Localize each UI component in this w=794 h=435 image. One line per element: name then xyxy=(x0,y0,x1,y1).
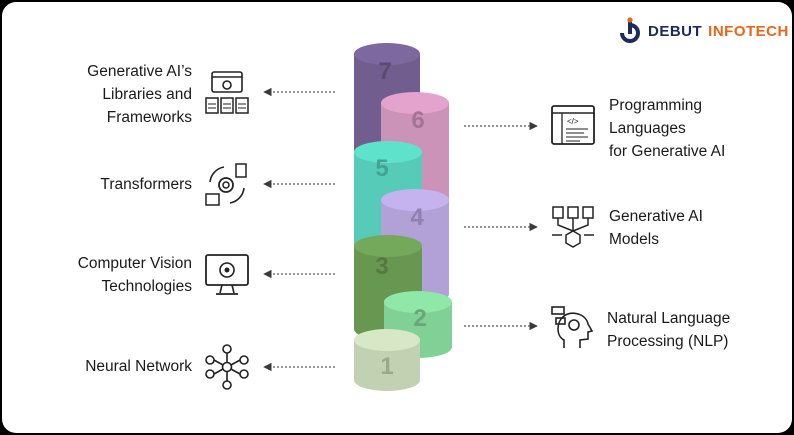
cylinder-number-4: 4 xyxy=(410,204,424,231)
brand-name-part1: DEBUT xyxy=(648,22,703,40)
head-gear-icon xyxy=(551,306,594,348)
cylinder-number-1: 1 xyxy=(380,353,393,380)
label-transformers: Transformers xyxy=(100,176,192,193)
cylinder-top-2 xyxy=(384,291,452,313)
label-neural-network: Neural Network xyxy=(85,358,192,375)
cylinder-number-6: 6 xyxy=(411,107,424,134)
cylinder-number-5: 5 xyxy=(375,155,388,182)
library-framework-icon xyxy=(205,71,249,114)
cylinder-top-6 xyxy=(381,92,449,114)
computer-vision-icon xyxy=(205,254,249,295)
code-window-icon: </> xyxy=(551,105,595,145)
brand-logo-icon xyxy=(620,17,640,43)
cylinder-1: 1 xyxy=(354,329,420,391)
brand-name-part2: INFOTECH xyxy=(708,22,789,40)
ai-models-icon xyxy=(552,206,594,248)
transformer-icon xyxy=(205,163,247,206)
cylinder-number-3: 3 xyxy=(375,253,388,280)
cylinder-top-7 xyxy=(354,43,420,65)
neural-network-icon xyxy=(205,344,249,390)
brand-logo: DEBUT INFOTECH xyxy=(618,16,789,46)
cylinder-number-2: 2 xyxy=(413,305,426,332)
cylinder-top-4 xyxy=(381,189,449,211)
cylinder-top-5 xyxy=(354,141,422,163)
cylinder-top-1 xyxy=(354,329,420,351)
cylinder-number-7: 7 xyxy=(378,58,391,85)
svg-text:</>: </> xyxy=(567,117,579,126)
cylinder-body-1 xyxy=(354,340,420,391)
cylinder-top-3 xyxy=(354,235,422,257)
